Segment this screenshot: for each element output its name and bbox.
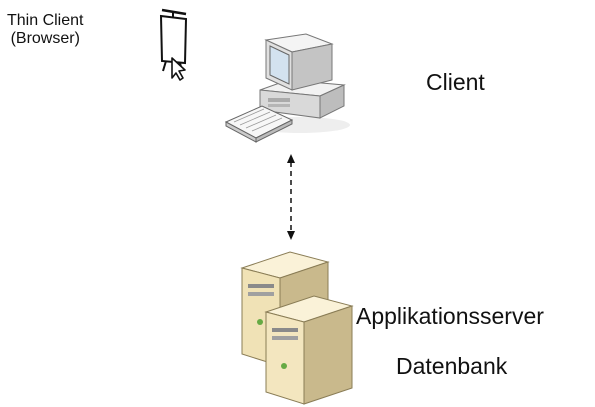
client-label: Client [426, 69, 485, 95]
server-tower-icon [240, 251, 354, 405]
thin-client-label-line2: (Browser) [10, 30, 80, 48]
thin-client-label-line1: Thin Client [7, 12, 84, 29]
desktop-computer-icon [224, 33, 350, 143]
datenbank-label: Datenbank [396, 353, 508, 379]
thin-client-label: Thin Client (Browser) [7, 12, 83, 49]
cursor-on-screen-icon [159, 8, 188, 81]
applikationsserver-label: Applikationsserver [356, 303, 544, 329]
connection-arrow [287, 154, 295, 240]
